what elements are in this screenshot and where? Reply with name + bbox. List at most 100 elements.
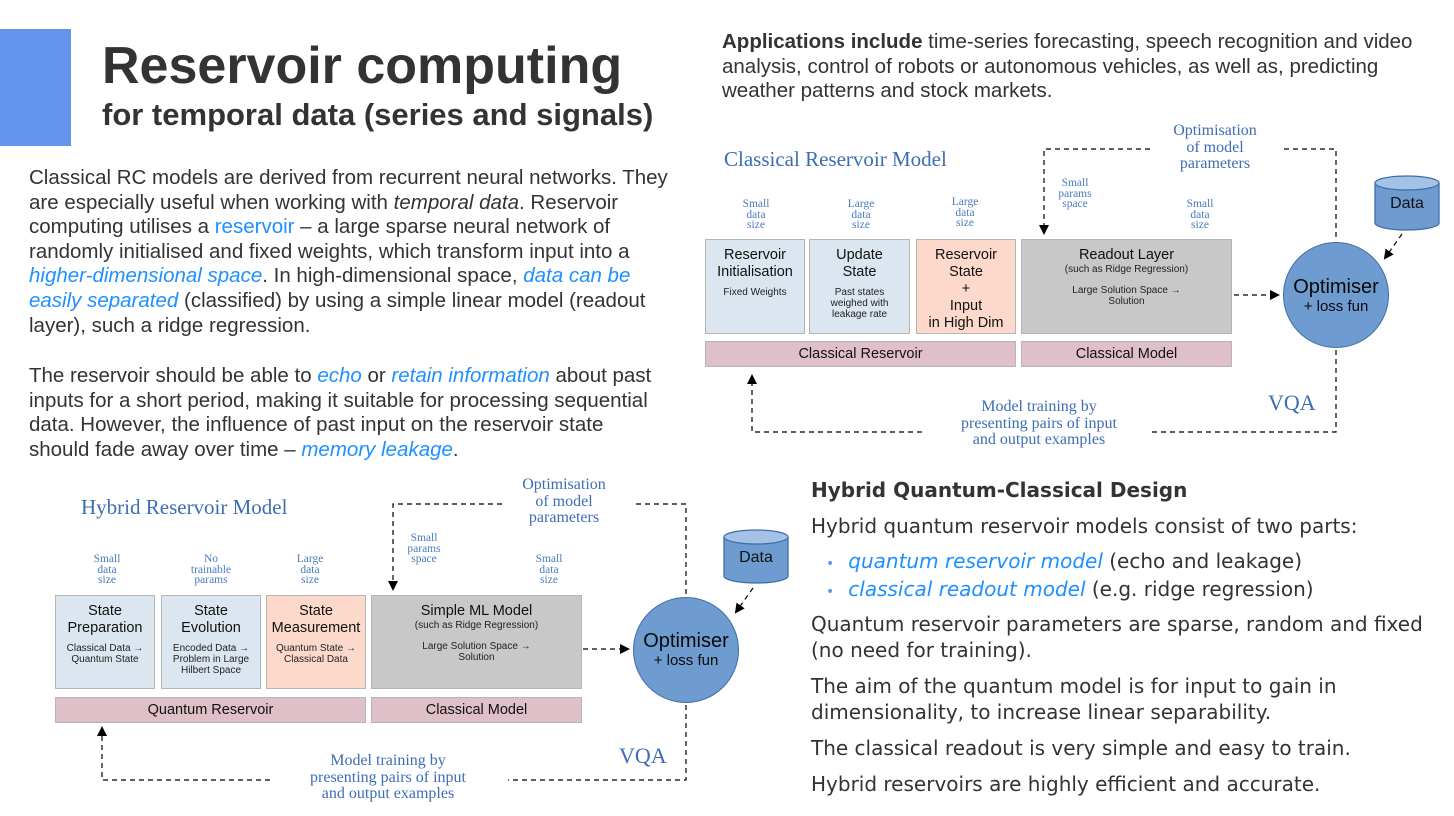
hybrid-small-params-label: Small params space xyxy=(399,533,449,565)
page-title: Reservoir computing xyxy=(102,37,623,95)
simple-ml-model-box: Simple ML Model (such as Ridge Regressio… xyxy=(371,595,582,689)
label-line: space xyxy=(411,553,437,565)
label-line: Large xyxy=(847,198,875,210)
box-note: (such as Ridge Regression) xyxy=(414,620,539,631)
label-line: Optimisation xyxy=(1173,122,1257,139)
classical-diagram-title: Classical Reservoir Model xyxy=(724,147,947,171)
label-line: data xyxy=(851,208,871,221)
applications-paragraph: Applications include time-series forecas… xyxy=(722,30,1422,104)
bullet-item: •classical readout model (e.g. ridge reg… xyxy=(826,577,1314,605)
label-line: size xyxy=(540,574,558,586)
loss-function-label: + loss fun xyxy=(1303,298,1369,315)
hybrid-optimisation-label: Optimisation of model parameters xyxy=(489,476,639,527)
update-state-box: Update State Past states weighed with le… xyxy=(809,239,910,334)
bullet-dot-icon: • xyxy=(826,556,835,572)
label-line: and output examples xyxy=(972,431,1106,448)
highlight-reservoir: reservoir xyxy=(214,215,295,239)
intro-paragraph-2: The reservoir should be able to echo or … xyxy=(29,364,669,462)
optimiser-label: Optimiser xyxy=(1293,276,1379,298)
reservoir-initialisation-box: Reservoir Initialisation Fixed Weights xyxy=(705,239,805,334)
label-line: Small xyxy=(742,198,770,210)
label-line: Large xyxy=(296,553,324,565)
label-line: Small xyxy=(535,553,563,565)
hybrid-design-intro: Hybrid quantum reservoir models consist … xyxy=(811,514,1358,538)
label-line: parameters xyxy=(1179,155,1251,172)
classical-training-label: Model training by presenting pairs of in… xyxy=(920,398,1158,449)
hybrid-training-arrow xyxy=(97,726,270,781)
box-title: State xyxy=(194,603,228,619)
classical-optimisation-label: Optimisation of model parameters xyxy=(1140,122,1290,173)
state-measurement-box: State Measurement Quantum State → Classi… xyxy=(266,595,366,689)
label-line: of model xyxy=(1186,138,1244,156)
hybrid-vqa-label: VQA xyxy=(619,743,667,768)
text: about past inputs for a short period, ma… xyxy=(29,364,652,461)
box-note: (such as Ridge Regression) xyxy=(1064,264,1189,275)
text: Classical RC models are derived from rec… xyxy=(29,166,668,214)
label-line: Small xyxy=(1061,177,1089,189)
classical-model-bar: Classical Model xyxy=(1021,341,1232,367)
label-line: Model training by xyxy=(981,398,1097,415)
box-detail: leakage rate xyxy=(831,309,888,320)
hybrid-design-paragraph-4: Hybrid reservoirs are highly efficient a… xyxy=(811,772,1321,796)
text: or xyxy=(361,364,392,387)
hybrid-design-paragraph-2: The aim of the quantum model is for inpu… xyxy=(811,674,1337,724)
box-detail: Solution xyxy=(458,652,495,663)
hybrid-optimisation-line xyxy=(636,503,687,596)
label-line: parameters xyxy=(528,509,600,526)
label-line: data xyxy=(1190,208,1210,221)
hybrid-design-bullets: •quantum reservoir model (echo and leaka… xyxy=(826,549,1314,605)
hybrid-training-label: Model training by presenting pairs of in… xyxy=(268,752,508,803)
state-evolution-box: State Evolution Encoded Data → Problem i… xyxy=(161,595,261,689)
accent-bar xyxy=(0,29,71,146)
label-line: space xyxy=(1062,198,1088,210)
label-line: size xyxy=(301,574,319,586)
label-line: Small xyxy=(1186,198,1214,210)
label-line: presenting pairs of input xyxy=(310,768,466,786)
box-title: State xyxy=(88,603,122,619)
highlight-echo: echo xyxy=(317,364,362,387)
box-title: Initialisation xyxy=(717,264,793,280)
box-title: State xyxy=(842,264,877,280)
label-line: params xyxy=(194,574,228,586)
box-detail: Classical Data xyxy=(284,654,348,665)
label-line: Small xyxy=(410,532,438,544)
classical-optimisation-line xyxy=(1284,148,1337,240)
label-line: and output examples xyxy=(321,785,455,802)
label-line: size xyxy=(1191,219,1209,231)
box-title: Input xyxy=(949,298,983,314)
box-title: State xyxy=(299,603,333,619)
box-title: State xyxy=(949,264,983,280)
box-detail: Encoded Data → xyxy=(172,643,250,654)
hybrid-diagram-title: Hybrid Reservoir Model xyxy=(81,495,288,519)
box-title: in High Dim xyxy=(928,315,1004,331)
box-title: Evolution xyxy=(181,620,241,636)
bullet-item: •quantum reservoir model (echo and leaka… xyxy=(826,549,1314,577)
highlight-higher-dimensional-space: higher-dimensional space xyxy=(29,264,263,288)
box-title: Measurement xyxy=(271,620,361,636)
classical-vqa-label: VQA xyxy=(1268,390,1316,415)
box-title: Preparation xyxy=(67,620,143,636)
box-detail: Past states xyxy=(834,287,885,298)
hybrid-data-label: Data xyxy=(739,549,773,566)
applications-text: time-series forecasting, speech recognit… xyxy=(722,30,1413,103)
label-line: Model training by xyxy=(330,752,446,769)
box-detail: Solution xyxy=(1108,296,1145,307)
label-line: data xyxy=(539,563,559,576)
hybrid-data-arrow xyxy=(734,587,754,614)
label-line: presenting pairs of input xyxy=(961,414,1117,432)
intro-paragraph-1: Classical RC models are derived from rec… xyxy=(29,166,679,338)
applications-heading: Applications include xyxy=(722,30,923,53)
text: . Reservoir computing utilises a xyxy=(29,190,619,239)
box-detail: Large Solution Space → xyxy=(1072,285,1181,296)
label-line: data xyxy=(97,563,117,576)
box-detail: Quantum State xyxy=(71,654,139,665)
label-line: No xyxy=(203,553,219,565)
quantum-reservoir-bar: Quantum Reservoir xyxy=(55,697,366,723)
classical-data-arrow xyxy=(1383,233,1403,260)
classical-optimiser-node: Optimiser + loss fun xyxy=(1283,242,1389,348)
box-detail: Quantum State → xyxy=(275,643,357,654)
